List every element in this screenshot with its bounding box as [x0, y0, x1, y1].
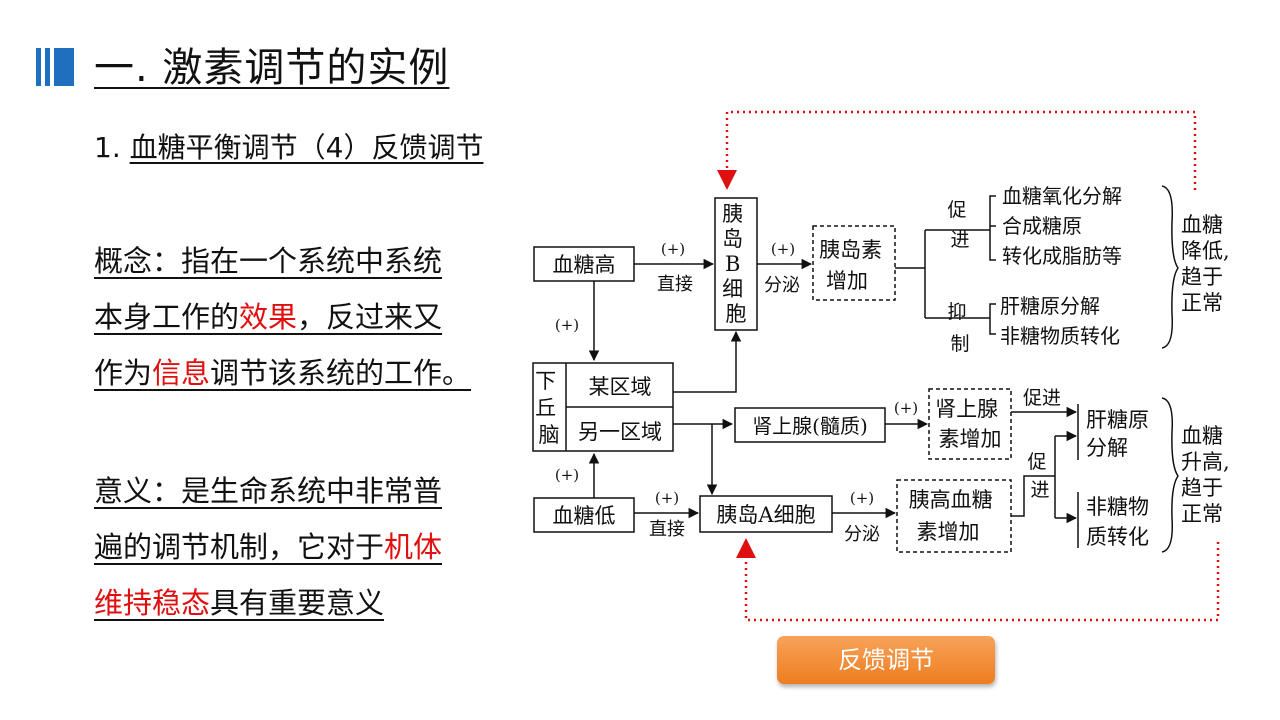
region-2-label: 另一区域	[578, 420, 662, 444]
blood-glucose-feedback-diagram: 血糖高 (+) 直接 胰 岛 B 细 胞 (+) 分泌 胰岛素 增加 促 进 抑…	[532, 110, 1236, 622]
page-title: 一. 激素调节的实例	[94, 45, 450, 91]
concept-line-3: 作为信息调节该系统的工作。	[94, 356, 472, 390]
svg-text:(+): (+)	[894, 399, 918, 417]
adrenal-box	[734, 407, 886, 443]
highlight-body: 机体	[384, 530, 443, 564]
alpha-cell-label: 胰岛A细胞	[716, 503, 815, 527]
promote-word-label: 促进	[1023, 387, 1061, 409]
svg-text:分泌: 分泌	[844, 524, 880, 545]
meaning-paragraph: 意义：是生命系统中非常普 遍的调节机制，它对于机体 维持稳态具有重要意义	[94, 463, 534, 631]
region-1-label: 某区域	[589, 375, 652, 399]
meaning-line-3: 维持稳态具有重要意义	[94, 586, 385, 620]
liver-breakdown-label: 肝糖原 分解	[1086, 408, 1156, 460]
promote-items: 血糖氧化分解 合成糖原 转化成脂肪等	[1002, 184, 1128, 268]
high-glucose-label: 血糖高	[553, 253, 616, 277]
high-glucose-box	[533, 246, 635, 282]
glucagon-box	[896, 479, 1012, 553]
highlight-info: 信息	[152, 356, 211, 390]
promote-v-label: 促 进	[1027, 451, 1052, 501]
concept-line-2: 本身工作的效果，反过来又	[94, 300, 443, 334]
result-high-label: 血糖 升高, 趋于 正常	[1181, 424, 1236, 526]
feedback-regulation-button[interactable]: 反馈调节	[777, 636, 995, 684]
subtitle-number: 1.	[94, 131, 130, 164]
glucagon-label: 胰高血糖 素增加	[909, 488, 1000, 544]
inhibit-items: 肝糖原分解 非糖物质转化	[1000, 294, 1120, 348]
section-subtitle: 1. 血糖平衡调节（4）反馈调节	[94, 128, 483, 168]
insulin-box	[812, 225, 896, 301]
subtitle-text: 血糖平衡调节（4）反馈调节	[129, 131, 484, 164]
svg-text:(+): (+)	[850, 489, 874, 507]
direct-label: 直接	[657, 274, 693, 295]
adrenal-label: 肾上腺(髓质)	[752, 414, 868, 438]
beta-cell-label: 胰 岛 B 细 胞	[722, 202, 750, 326]
promote-label: 促 进	[947, 199, 972, 251]
adrenaline-label: 肾上腺 素增加	[935, 397, 1005, 451]
low-glucose-label: 血糖低	[553, 504, 616, 528]
result-low-label: 血糖 降低, 趋于 正常	[1181, 213, 1236, 315]
svg-text:(+): (+)	[655, 489, 679, 507]
feedback-loop-top	[717, 110, 1197, 190]
nonsugar-label: 非糖物 质转化	[1086, 495, 1156, 549]
plus-label: (+)	[661, 240, 685, 258]
svg-text:(+): (+)	[555, 466, 579, 484]
svg-text:直接: 直接	[649, 519, 685, 540]
svg-text:(+): (+)	[771, 240, 795, 258]
insulin-label: 胰岛素 增加	[819, 238, 889, 293]
inhibit-label: 抑 制	[947, 301, 972, 355]
hypothalamus-label: 下 丘 脑	[535, 369, 563, 447]
beta-cell-box	[714, 197, 758, 331]
meaning-line-1: 意义：是生命系统中非常普	[94, 474, 443, 508]
concept-line-1: 概念：指在一个系统中系统	[94, 244, 443, 278]
title-bars-icon	[36, 48, 76, 86]
meaning-line-2: 遍的调节机制，它对于机体	[94, 530, 443, 564]
low-glucose-box	[533, 497, 635, 533]
secrete-label: 分泌	[764, 275, 800, 296]
highlight-homeostasis: 维持稳态	[94, 586, 211, 620]
svg-text:(+): (+)	[555, 316, 579, 334]
alpha-cell-box	[699, 495, 833, 533]
adrenaline-box	[928, 388, 1012, 460]
highlight-effect: 效果	[239, 300, 298, 334]
feedback-loop-bottom	[736, 538, 1220, 622]
concept-paragraph: 概念：指在一个系统中系统 本身工作的效果，反过来又 作为信息调节该系统的工作。	[94, 233, 534, 401]
